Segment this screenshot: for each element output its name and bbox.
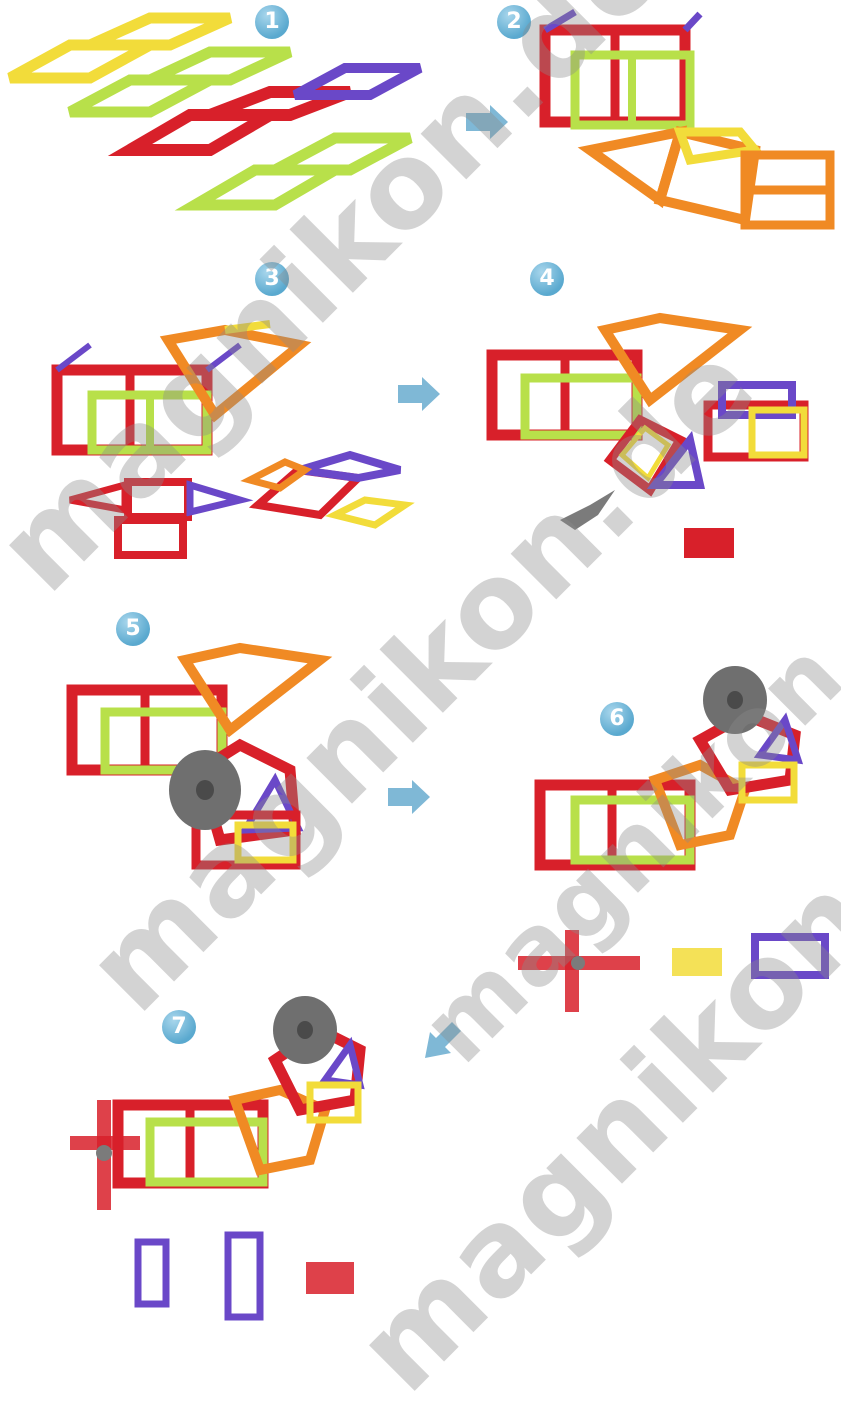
step-4-badge: 4 [530,262,564,296]
arrow-down-left-icon [425,1022,461,1058]
step-1-illustration [10,18,420,205]
arrow-right-icon [398,377,440,411]
step-1-badge: 1 [255,5,289,39]
step-5-illustration [72,648,320,865]
step-2-illustration [545,12,830,225]
step-5-badge: 5 [116,612,150,646]
step-7-illustration [70,996,360,1317]
build-illustrations [0,0,841,1327]
step-3-illustration [57,324,405,555]
step-6-illustration [518,666,825,1012]
step-2-badge: 2 [497,5,531,39]
step-3-badge: 3 [255,262,289,296]
step-7-badge: 7 [162,1010,196,1044]
arrow-right-icon [388,780,430,814]
step-6-badge: 6 [600,702,634,736]
instruction-sheet: 1 2 3 4 5 6 7 magnikon.de magnikon.de ma… [0,0,841,1327]
arrow-right-icon [466,105,508,139]
step-4-illustration [492,318,804,558]
